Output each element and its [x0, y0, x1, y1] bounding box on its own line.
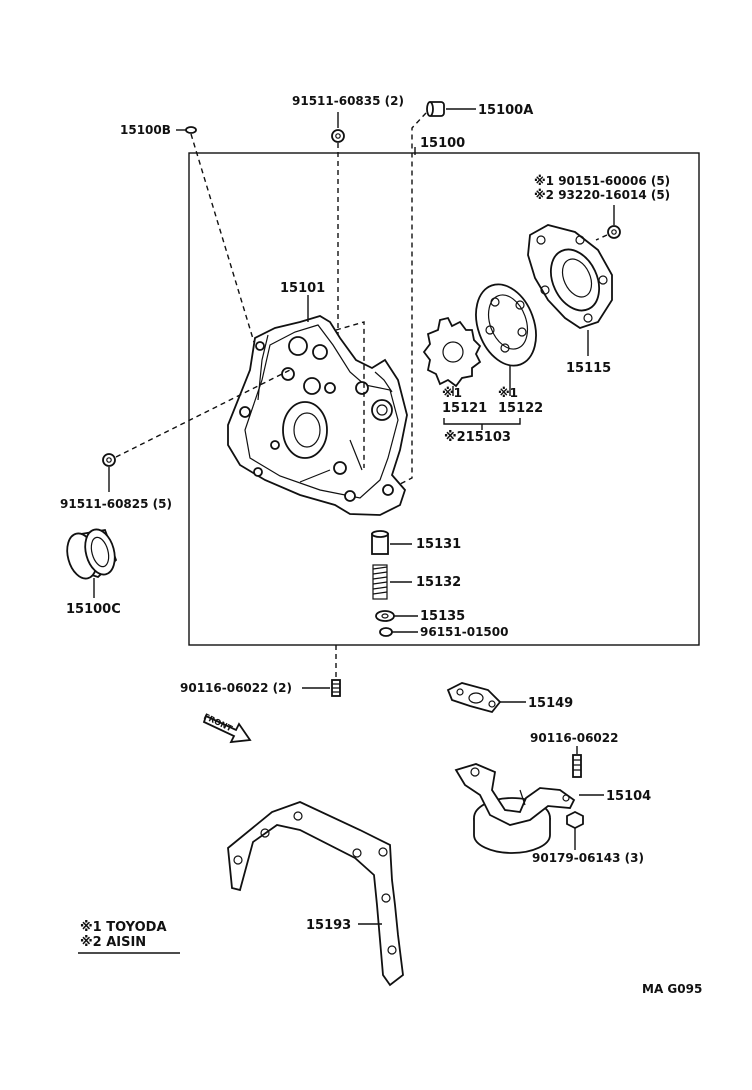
dash-15100A: [399, 112, 427, 485]
label-15132: 15132: [416, 575, 461, 590]
legend-item-toyoda: ※1 TOYODA: [80, 920, 167, 935]
label-15149: 15149: [528, 696, 573, 711]
assembly-box-15100: [188, 152, 700, 646]
label-15131: 15131: [416, 537, 461, 552]
dash-15101-bolt: [335, 321, 365, 468]
oil-seal-15100C: [66, 528, 118, 580]
label-15101: 15101: [280, 281, 325, 296]
label-15193: 15193: [306, 918, 351, 933]
label-15100B: 15100B: [120, 123, 171, 137]
bracket-15103: [443, 418, 521, 425]
oring-15100B: [185, 126, 197, 134]
screw-90151-60006: [607, 225, 621, 239]
label-15122-mark: ※1: [498, 386, 518, 400]
driven-rotor-15122: [475, 283, 537, 367]
pump-cover-15115: [527, 224, 613, 329]
stud-90116-06022-2: [331, 679, 341, 697]
dash-91511-60825: [115, 369, 291, 458]
bolt-hex-inner-2: [106, 457, 112, 463]
bolt-hex-inner: [335, 133, 341, 139]
label-90116-06022-2: 90116-06022 (2): [180, 681, 292, 695]
label-15115: 15115: [566, 361, 611, 376]
label-91511-60835: 91511-60835 (2): [292, 94, 404, 108]
oil-pump-body-15101: [227, 315, 408, 516]
nut-90179-06143: [566, 810, 584, 830]
label-15100A: 15100A: [478, 103, 533, 118]
label-15103: ※215103: [444, 430, 511, 445]
screw-inner: [611, 229, 617, 235]
legend-item-aisin: ※2 AISIN: [80, 935, 146, 950]
label-15100: 15100: [420, 136, 465, 151]
plug-15100A: [426, 101, 445, 117]
label-15121-mark: ※1: [442, 386, 462, 400]
label-90116-06022: 90116-06022: [530, 731, 618, 745]
label-96151-01500: 96151-01500: [420, 625, 508, 639]
dash-screw: [595, 234, 608, 241]
label-note2-part: ※2 93220-16014 (5): [534, 188, 670, 202]
spring-15132: [372, 564, 388, 600]
relief-valve-15131: [371, 530, 389, 555]
oil-strainer-15104: [454, 763, 576, 854]
bolt-91511-60835: [331, 129, 345, 143]
label-15121: 15121: [442, 401, 487, 416]
label-90179-06143: 90179-06143 (3): [532, 851, 644, 865]
label-15122: 15122: [498, 401, 543, 416]
label-91511-60825: 91511-60825 (5): [60, 497, 172, 511]
label-15100C: 15100C: [66, 602, 121, 617]
label-note1-part: ※1 90151-60006 (5): [534, 174, 670, 188]
clip-96151-01500: [379, 627, 393, 637]
drive-gear-15121: [422, 316, 482, 388]
gasket-15149: [446, 682, 502, 714]
stud-90116-06022: [572, 754, 582, 778]
label-15135: 15135: [420, 609, 465, 624]
front-arrow-icon: [202, 714, 252, 744]
gasket-15193: [227, 801, 404, 987]
label-15104: 15104: [606, 789, 651, 804]
bolt-91511-60825: [102, 453, 116, 467]
diagram-code: MA G095: [642, 982, 702, 996]
retainer-15135: [375, 610, 395, 622]
